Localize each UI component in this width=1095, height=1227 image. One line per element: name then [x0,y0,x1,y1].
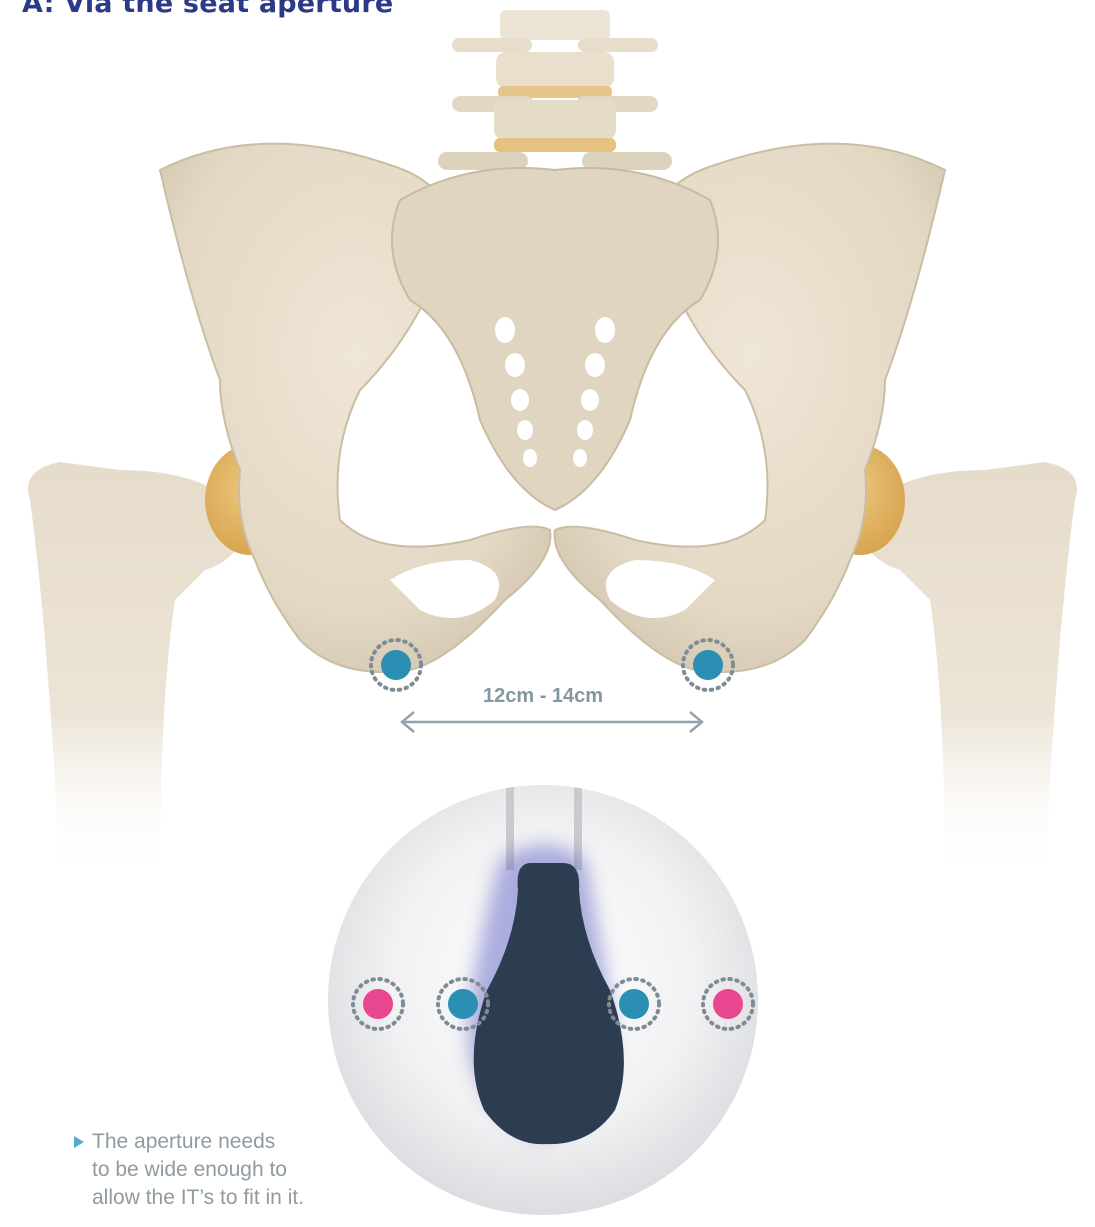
note-line: The aperture needs [92,1128,332,1156]
measurement-label: 12cm - 14cm [483,685,623,708]
sacrum [392,168,718,510]
seat-cushion [328,780,758,1215]
aperture-note: The aperture needs to be wide enough to … [92,1128,332,1212]
note-line: to be wide enough to [92,1156,332,1184]
note-line: allow the IT’s to fit in it. [92,1184,332,1212]
measurement-arrow [402,712,702,732]
lumbar-spine [438,10,672,170]
triangle-bullet-icon [74,1136,84,1148]
